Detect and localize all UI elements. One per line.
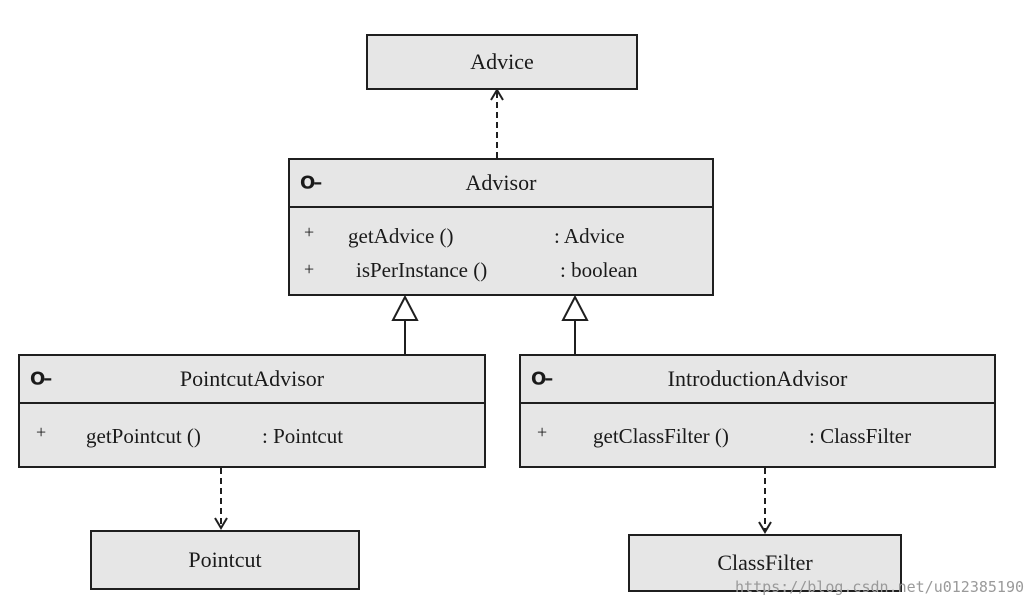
pointcutadvisor-header: O– PointcutAdvisor [20, 356, 484, 404]
introductionadvisor-name: IntroductionAdvisor [667, 366, 848, 391]
interface-icon: O– [300, 172, 322, 194]
method-name: getAdvice () [348, 224, 454, 248]
generalization-arrowhead-left [391, 294, 419, 321]
classfilter-name: ClassFilter [717, 550, 813, 575]
pointcutadvisor-interface-box: O– PointcutAdvisor + getPointcut () : Po… [18, 354, 486, 468]
method-return-type: : boolean [560, 258, 638, 282]
generalization-arrowhead-right [561, 294, 589, 321]
method-name: getPointcut () [86, 424, 201, 448]
advice-box: Advice [366, 34, 638, 90]
method-visibility: + [304, 259, 315, 279]
pointcut-name: Pointcut [188, 547, 262, 572]
classfilter-box: ClassFilter [628, 534, 902, 592]
method-return-type: : ClassFilter [809, 424, 912, 448]
interface-icon: O– [531, 368, 553, 390]
method-return-type: : Advice [554, 224, 625, 248]
pointcut-box: Pointcut [90, 530, 360, 590]
method-return-type: : Pointcut [262, 424, 344, 448]
interface-icon: O– [30, 368, 52, 390]
introductionadvisor-interface-box: O– IntroductionAdvisor + getClassFilter … [519, 354, 996, 468]
method-name: isPerInstance () [356, 258, 488, 282]
advisor-name: Advisor [465, 170, 537, 195]
method-visibility: + [36, 422, 47, 442]
introductionadvisor-header: O– IntroductionAdvisor [521, 356, 994, 404]
advice-name: Advice [470, 49, 534, 74]
pointcutadvisor-name: PointcutAdvisor [179, 366, 325, 391]
advisor-interface-box: O– Advisor + getAdvice () : Advice + isP… [288, 158, 714, 296]
method-name: getClassFilter () [593, 424, 729, 448]
method-visibility: + [304, 222, 315, 242]
method-visibility: + [537, 422, 548, 442]
watermark-text: https://blog.csdn.net/u012385190 [735, 578, 1024, 596]
advisor-header: O– Advisor [290, 160, 712, 208]
